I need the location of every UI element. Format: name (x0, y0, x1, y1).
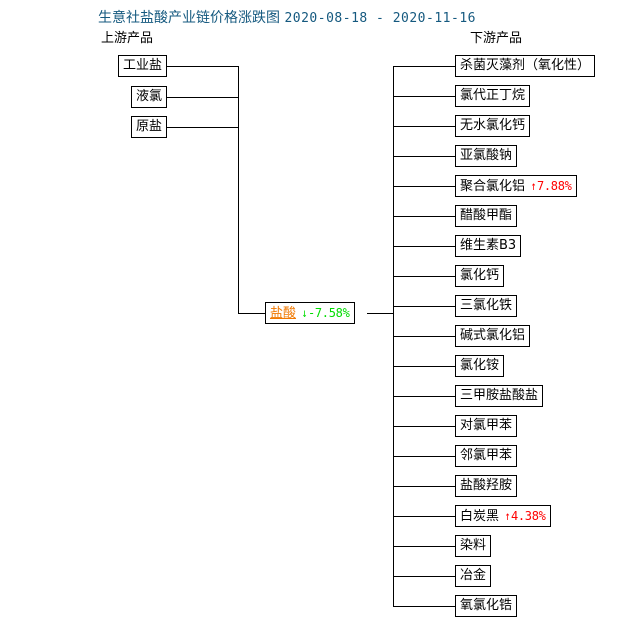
downstream-node-18[interactable]: 氧氯化锆 (455, 595, 518, 617)
connector-line-horizontal (393, 66, 455, 67)
node-label: 盐酸 (270, 306, 297, 321)
connector-line-horizontal (238, 313, 265, 314)
connector-line-horizontal (167, 97, 238, 98)
connector-line-horizontal (393, 306, 455, 307)
downstream-node-4[interactable]: 聚合氯化铝 ↑7.88% (455, 175, 577, 197)
connector-line-horizontal (367, 313, 393, 314)
connector-line-horizontal (393, 156, 455, 157)
connector-line-horizontal (393, 516, 455, 517)
upstream-node-1[interactable]: 液氯 (130, 86, 167, 108)
downstream-column-header: 下游产品 (470, 31, 523, 46)
node-label: 维生素B3 (460, 238, 517, 253)
node-label: 冶金 (460, 568, 487, 583)
center-node-hydrochloric-acid[interactable]: 盐酸 ↓-7.58% (265, 302, 355, 324)
downstream-node-8[interactable]: 三氯化铁 (455, 295, 518, 317)
node-label: 无水氯化钙 (460, 118, 526, 133)
downstream-node-16[interactable]: 染料 (455, 535, 492, 557)
downstream-node-9[interactable]: 碱式氯化铝 (455, 325, 531, 347)
downstream-node-15[interactable]: 白炭黑 ↑4.38% (455, 505, 551, 527)
downstream-node-5[interactable]: 醋酸甲酯 (455, 205, 518, 227)
title-date-range: 2020-08-18 - 2020-11-16 (284, 11, 476, 26)
node-label: 氯化钙 (460, 268, 500, 283)
node-change-up: ↑7.88% (530, 179, 572, 193)
connector-line-horizontal (393, 186, 455, 187)
node-label: 三氯化铁 (460, 298, 513, 313)
node-label: 对氯甲苯 (460, 418, 513, 433)
node-label: 聚合氯化铝 (460, 179, 526, 194)
node-label: 氧氯化锆 (460, 598, 513, 613)
downstream-node-1[interactable]: 氯代正丁烷 (455, 85, 531, 107)
connector-line-horizontal (393, 276, 455, 277)
downstream-node-14[interactable]: 盐酸羟胺 (455, 475, 518, 497)
node-label: 液氯 (135, 89, 162, 104)
upstream-node-2[interactable]: 原盐 (130, 116, 167, 138)
upstream-node-0[interactable]: 工业盐 (117, 55, 167, 77)
arrow-up-icon: ↑ (504, 509, 511, 523)
connector-line-horizontal (393, 216, 455, 217)
node-label: 亚氯酸钠 (460, 148, 513, 163)
node-change-up: ↑4.38% (504, 509, 546, 523)
connector-line-horizontal (393, 396, 455, 397)
title-text: 生意社盐酸产业链价格涨跌图 (98, 10, 280, 26)
node-change-down: ↓-7.58% (301, 306, 350, 320)
arrow-down-icon: ↓ (301, 306, 308, 320)
node-label: 碱式氯化铝 (460, 328, 526, 343)
connector-line-horizontal (167, 66, 238, 67)
downstream-node-0[interactable]: 杀菌灭藻剂（氧化性） (455, 55, 596, 77)
node-label: 氯代正丁烷 (460, 88, 526, 103)
downstream-node-17[interactable]: 冶金 (455, 565, 492, 587)
connector-line-horizontal (393, 336, 455, 337)
connector-line-vertical (238, 66, 239, 313)
downstream-node-2[interactable]: 无水氯化钙 (455, 115, 531, 137)
downstream-node-10[interactable]: 氯化铵 (455, 355, 505, 377)
upstream-column-header: 上游产品 (101, 31, 154, 46)
connector-line-horizontal (393, 126, 455, 127)
downstream-node-11[interactable]: 三甲胺盐酸盐 (455, 385, 544, 407)
downstream-node-12[interactable]: 对氯甲苯 (455, 415, 518, 437)
node-label: 染料 (460, 538, 487, 553)
downstream-node-3[interactable]: 亚氯酸钠 (455, 145, 518, 167)
node-label: 原盐 (135, 119, 162, 134)
page-title: 生意社盐酸产业链价格涨跌图 2020-08-18 - 2020-11-16 (98, 7, 476, 27)
connector-line-horizontal (393, 366, 455, 367)
connector-line-horizontal (393, 606, 455, 607)
downstream-node-7[interactable]: 氯化钙 (455, 265, 505, 287)
node-label: 三甲胺盐酸盐 (460, 388, 539, 403)
connector-line-horizontal (393, 576, 455, 577)
node-label: 醋酸甲酯 (460, 208, 513, 223)
connector-line-horizontal (393, 96, 455, 97)
arrow-up-icon: ↑ (530, 179, 537, 193)
node-label: 邻氯甲苯 (460, 448, 513, 463)
connector-line-horizontal (393, 546, 455, 547)
node-label: 盐酸羟胺 (460, 478, 513, 493)
downstream-node-6[interactable]: 维生素B3 (455, 235, 522, 257)
node-label: 氯化铵 (460, 358, 500, 373)
node-label: 杀菌灭藻剂（氧化性） (460, 58, 591, 73)
connector-line-horizontal (393, 246, 455, 247)
node-label: 白炭黑 (460, 509, 500, 524)
connector-line-horizontal (167, 127, 238, 128)
downstream-node-13[interactable]: 邻氯甲苯 (455, 445, 518, 467)
connector-line-horizontal (393, 486, 455, 487)
node-label: 工业盐 (122, 58, 162, 73)
connector-line-horizontal (393, 426, 455, 427)
connector-line-horizontal (393, 456, 455, 457)
